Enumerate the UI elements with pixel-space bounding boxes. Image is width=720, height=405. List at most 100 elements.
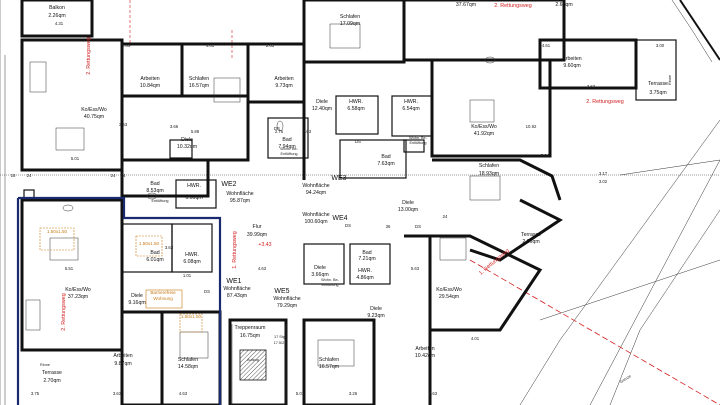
- room-name-bad-w: Bad: [150, 181, 159, 187]
- dimension-label: 3.66: [170, 124, 179, 129]
- room-name-hwr-sw: HWR.: [185, 252, 199, 258]
- room-name-arbeiten-nw: Arbeiten: [140, 76, 159, 82]
- dimension-label: 3.63: [303, 129, 312, 134]
- hall-level-label: +3.43: [258, 242, 271, 248]
- dimension-label: 3.63: [587, 84, 596, 89]
- ventilation-label-line1: Wohn. Be-: [321, 278, 340, 282]
- dimension-label: 24: [111, 173, 116, 178]
- room-name-hwr-w: HWR.: [187, 183, 201, 189]
- boundary-line: [469, 259, 720, 405]
- room-name-kueche-se: Ko/Ess/Wo: [436, 287, 462, 293]
- room-area-bad-s: 7.21qm: [358, 256, 375, 262]
- dining-table: [55, 127, 85, 151]
- room-area-hwr-s: 4.86qm: [356, 275, 373, 281]
- turning-circle-marker: [39, 227, 75, 251]
- room-area-schlafen-top: 17.09qm: [340, 21, 360, 27]
- barrier-free-label-line1: Barrierefreie: [150, 290, 176, 295]
- turning-circle-label: 1.50x1.50: [181, 314, 202, 319]
- ventilation-label-line1: Wohn. Be-: [280, 147, 299, 151]
- barrier-free-box: [145, 289, 183, 309]
- room-name-kueche-top: Ko/Ess/Wo: [453, 0, 479, 2]
- dimension-label: DS: [345, 223, 351, 228]
- dimension-label: 2.63: [122, 43, 131, 48]
- room-name-flur: Flur: [253, 224, 262, 230]
- dining-table: [49, 237, 79, 261]
- dimension-label: 3.63: [113, 391, 122, 396]
- unit-label-we2: WE2: [221, 181, 236, 188]
- dimension-label: 5.51: [65, 266, 74, 271]
- room-name-arbeiten-sw: Arbeiten: [113, 353, 132, 359]
- room-area-diele-s: 9.23qm: [367, 313, 384, 319]
- room-name-wohnfl-we3: Wohnfläche: [302, 183, 329, 189]
- room-name-kueche-sw: Ko/Ess/Wo: [65, 287, 91, 293]
- ventilation-label-line2: Entlüftung: [280, 152, 297, 156]
- toilet-icon: [484, 56, 496, 64]
- room-area-hwr-w: 6.60qm: [185, 195, 202, 201]
- room-area-terrasse-ne: 3.75qm: [649, 90, 666, 96]
- dimension-label: 3.63: [119, 122, 128, 127]
- unit-label-we1: WE1: [226, 278, 241, 285]
- room-name-diele-cs: Diele: [314, 265, 326, 271]
- stair-steps-label: 17 Stg.: [274, 335, 286, 339]
- room-area-wohnfl-we3: 94.24qm: [306, 190, 326, 196]
- room-name-kueche-nw: Ko/Ess/Wo: [81, 107, 107, 113]
- room-area-hwr-c: 6.58qm: [347, 106, 364, 112]
- stair-size-label: 17.5/28: [274, 341, 287, 345]
- barrier-free-apartment-outline: [18, 196, 222, 405]
- ventilation-label-line2: Entlüftung: [321, 283, 338, 287]
- turning-circle-label: 1.50x1.50: [47, 229, 68, 234]
- room-name-bad-c2: Bad: [381, 154, 390, 160]
- ventilation-label-line1: Wohn. Be-: [409, 136, 428, 140]
- room-area-arbeiten-sw: 9.87qm: [114, 361, 131, 367]
- dimension-label: DS: [415, 224, 421, 229]
- room-area-arbeiten-ne: 9.60qm: [563, 63, 580, 69]
- dining-table: [469, 99, 495, 123]
- room-area-kueche-top: 37.67qm: [456, 2, 476, 8]
- staircase: 17 Stg. 17.5/28 Aufzug: [231, 324, 287, 404]
- turning-circle-label: 1.50x1.50: [139, 241, 160, 246]
- room-area-kueche-se: 29.54qm: [439, 294, 459, 300]
- room-area-diele-nw: 10.32qm: [177, 144, 197, 150]
- room-area-wohnfl-we4: 100.60qm: [304, 219, 327, 225]
- sofa: [25, 299, 41, 331]
- dimension-label: 24: [443, 214, 448, 219]
- turning-circle-marker: [135, 235, 163, 257]
- room-name-treppenraum: Treppenraum: [235, 325, 266, 331]
- room-name-wohnfl-we4: Wohnfläche: [302, 212, 329, 218]
- dimension-label: DS: [355, 139, 361, 144]
- barrier-free-label-line2: Wohnung: [153, 296, 173, 301]
- room-name-arbeiten-ne: Arbeiten: [562, 56, 581, 62]
- escape-route-label: 2. Rettungsweg: [586, 99, 623, 105]
- room-area-kueche-sw: 37.23qm: [68, 294, 88, 300]
- dimension-label: 24: [27, 173, 32, 178]
- escape-route-label: 1. Rettungsweg: [478, 248, 511, 277]
- room-name-diele-s: Diele: [370, 306, 382, 312]
- escape-route-label: 2. Rettungsweg: [61, 293, 67, 330]
- room-name-bad-s: Bad: [362, 250, 371, 256]
- room-name-arbeiten-c: Arbeiten: [274, 76, 293, 82]
- room-name-balkon: Balkon: [49, 5, 65, 11]
- room-area-hwr-sw: 6.08qm: [183, 259, 200, 265]
- unit-label-we4: WE4: [332, 215, 347, 222]
- dimension-label: 4.01: [206, 43, 215, 48]
- room-name-hwr-c2: HWR.: [404, 99, 418, 105]
- room-name-schlafen-sw: Schlafen: [178, 357, 198, 363]
- toilet-icon: [62, 204, 74, 212]
- dimension-label: 3.00: [656, 43, 665, 48]
- room-area-wohnfl-we1: 87.43qm: [227, 293, 247, 299]
- dimension-label: 24: [121, 173, 126, 178]
- dimension-label: 4.63: [179, 391, 188, 396]
- dimension-label: 5.04: [541, 153, 550, 158]
- unit-label-we5: WE5: [274, 288, 289, 295]
- room-area-arbeiten-se: 10.42qm: [415, 353, 435, 359]
- dimension-label: 2.63: [429, 391, 438, 396]
- escape-route-label: 1. Rettungsweg: [232, 231, 238, 268]
- room-area-terrasse-sw: 2.70qm: [43, 378, 60, 384]
- dimension-label: 3.17: [599, 171, 608, 176]
- room-area-kueche-ne: 41.92qm: [474, 131, 494, 137]
- dimension-label: DS: [204, 289, 210, 294]
- dimension-label: 5.63: [411, 266, 420, 271]
